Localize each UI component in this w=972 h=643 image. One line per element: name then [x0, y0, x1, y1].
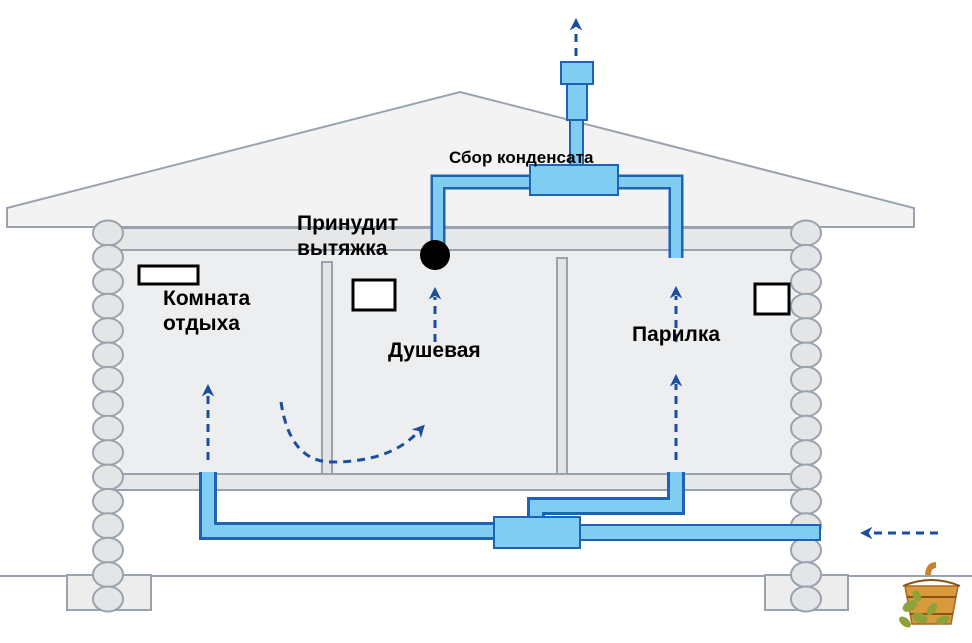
label-shower: Душевая	[388, 339, 481, 362]
log	[790, 219, 822, 247]
log	[92, 487, 124, 515]
log	[92, 317, 124, 345]
log	[790, 439, 822, 467]
log	[790, 463, 822, 491]
log	[790, 341, 822, 369]
label-steam-room: Парилка	[632, 323, 721, 346]
log	[790, 365, 822, 393]
log	[790, 561, 822, 589]
interior-area	[120, 248, 796, 476]
vent-grille-steam-room	[753, 282, 791, 316]
log	[92, 341, 124, 369]
log	[92, 463, 124, 491]
log	[92, 536, 124, 564]
log	[790, 390, 822, 418]
partition-left	[321, 261, 333, 475]
log	[92, 243, 124, 271]
sauna-logo-icon	[899, 562, 961, 628]
log	[790, 536, 822, 564]
partition-right	[556, 257, 568, 475]
supply-unit	[493, 516, 581, 549]
log	[92, 292, 124, 320]
log	[790, 268, 822, 296]
vent-grille-shower	[351, 278, 397, 312]
vent-grille-rest-room	[137, 264, 200, 286]
log	[92, 561, 124, 589]
ceiling-beam	[109, 227, 807, 251]
log	[92, 219, 124, 247]
log	[92, 439, 124, 467]
log-wall-right	[790, 219, 822, 613]
condensate-collector	[529, 164, 619, 196]
log	[92, 414, 124, 442]
exhaust-fan-icon	[420, 240, 450, 270]
log	[790, 585, 822, 613]
lower-duct-right-fill	[530, 472, 682, 520]
log-wall-left	[92, 219, 124, 613]
log	[790, 243, 822, 271]
airflow-arrow-rest-to-shower	[279, 401, 425, 464]
log	[790, 414, 822, 442]
intake-duct	[577, 524, 821, 541]
log	[790, 317, 822, 345]
label-condensate-collection: Сбор конденсата	[449, 148, 594, 167]
label-forced-exhaust: Принудит вытяжка	[297, 212, 399, 261]
log	[92, 365, 124, 393]
log	[790, 292, 822, 320]
log	[790, 487, 822, 515]
roof	[6, 90, 915, 228]
log	[92, 268, 124, 296]
log	[92, 390, 124, 418]
log	[92, 585, 124, 613]
lower-duct-left-fill	[202, 472, 500, 537]
chimney-cap	[560, 61, 594, 85]
label-rest-room: Комната отдыха	[163, 287, 251, 336]
log	[92, 512, 124, 540]
chimney-upper	[566, 83, 588, 121]
